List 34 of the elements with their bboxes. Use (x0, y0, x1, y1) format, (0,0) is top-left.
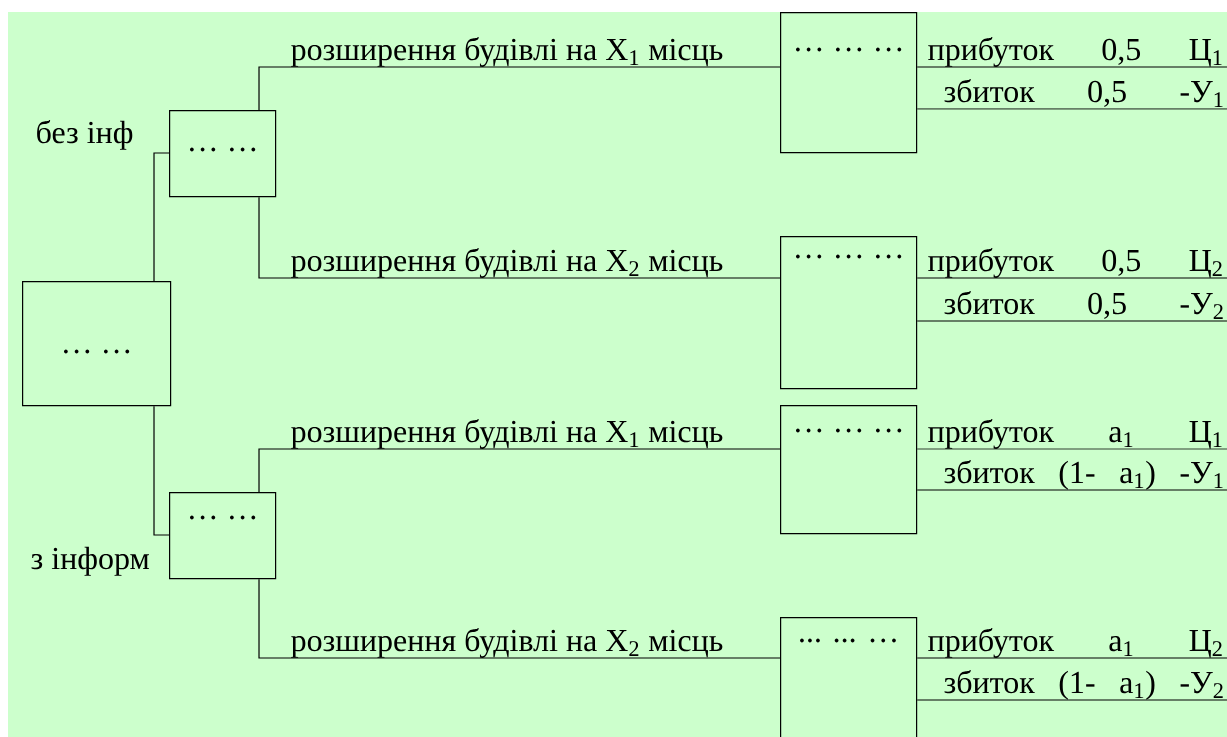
connector-line (916, 699, 1227, 701)
decision-box: … … (22, 281, 172, 407)
connector-line (258, 196, 781, 279)
edge-label: розширення будівлі на Х$_{1}$ місць (291, 37, 723, 67)
decision-box: … … (169, 110, 277, 198)
edge-label: розширення будівлі на Х$_{1}$ місць (291, 419, 723, 449)
edge-label: прибуток 0,5 Ц$_{2}$ (928, 248, 1222, 278)
decision-box: … … … (780, 12, 918, 154)
connector-line (916, 66, 1227, 68)
connector-line (258, 66, 781, 111)
edge-label: прибуток а$_{1}$ Ц$_{1}$ (928, 419, 1222, 449)
edge-label: прибуток 0,5 Ц$_{1}$ (928, 37, 1222, 67)
edge-label: збиток (1- а$_{1}$) -У$_{1}$ (944, 460, 1223, 490)
connector-line (916, 657, 1227, 659)
connector-line (916, 277, 1227, 279)
edge-label: прибуток а$_{1}$ Ц$_{2}$ (928, 628, 1222, 658)
connector-line (916, 320, 1227, 322)
edge-label: з інформ (31, 546, 149, 576)
edge-label: збиток (1- а$_{1}$) -У$_{2}$ (944, 670, 1223, 700)
connector-line (258, 448, 781, 493)
connector-line (916, 489, 1227, 491)
decision-box: … … (169, 492, 277, 580)
edge-label: без інф (37, 120, 133, 150)
connector-line (153, 152, 170, 282)
edge-label: збиток 0,5 -У$_{2}$ (944, 291, 1223, 319)
edge-label: розширення будівлі на Х$_{2}$ місць (291, 628, 723, 658)
connector-line (153, 405, 170, 536)
connector-line (258, 578, 781, 659)
decision-box: ... ... … (780, 617, 918, 737)
connector-line (916, 108, 1227, 110)
decision-box: … … … (780, 236, 918, 390)
edge-label: розширення будівлі на Х$_{2}$ місць (291, 248, 723, 278)
edge-label: збиток 0,5 -У$_{1}$ (944, 79, 1223, 107)
decision-box: … … … (780, 405, 918, 535)
